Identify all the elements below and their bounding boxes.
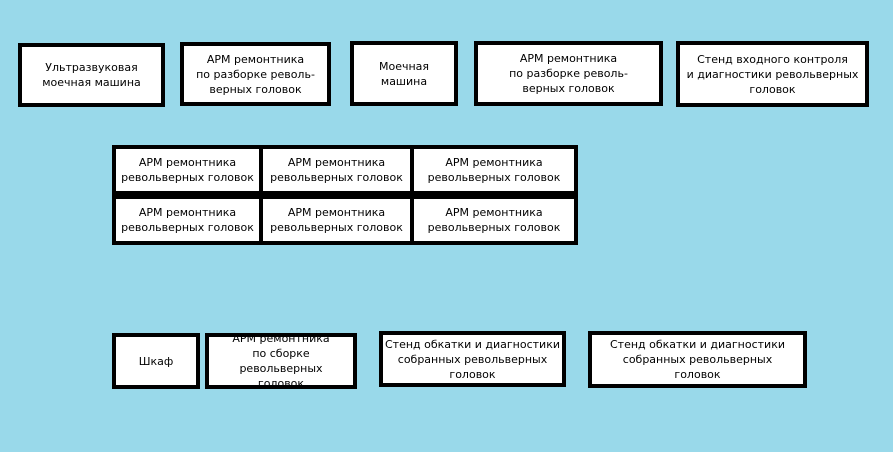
repair-station-3-box: АРМ ремонтника револьверных головок (410, 145, 578, 195)
repair-station-5-label: АРМ ремонтника револьверных головок (270, 206, 403, 234)
assembly-station-label: АРМ ремонтника по сборке револьверных го… (232, 332, 330, 390)
disassembly-station-1-label: АРМ ремонтника по разборке револь- верны… (196, 52, 315, 96)
cabinet-box: Шкаф (112, 333, 200, 389)
inspection-stand-box: Стенд входного контроля и диагностики ре… (676, 41, 869, 107)
repair-station-6-label: АРМ ремонтника револьверных головок (427, 206, 561, 234)
repair-station-1-box: АРМ ремонтника револьверных головок (112, 145, 263, 195)
cabinet-label: Шкаф (138, 354, 174, 368)
repair-station-2-box: АРМ ремонтника револьверных головок (259, 145, 414, 195)
repair-station-6-box: АРМ ремонтника револьверных головок (410, 195, 578, 245)
run-in-stand-2-box: Стенд обкатки и диагностики собранных ре… (588, 331, 807, 388)
run-in-stand-2-label: Стенд обкатки и диагностики собранных ре… (610, 338, 785, 381)
repair-station-1-label: АРМ ремонтника револьверных головок (121, 156, 254, 184)
run-in-stand-1-box: Стенд обкатки и диагностики собранных ре… (379, 331, 566, 387)
washing-machine-label: Моечная машина (378, 59, 430, 88)
run-in-stand-1-label: Стенд обкатки и диагностики собранных ре… (385, 337, 560, 381)
repair-station-3-label: АРМ ремонтника револьверных головок (427, 156, 561, 184)
disassembly-station-2-box: АРМ ремонтника по разборке револь- верны… (474, 41, 663, 106)
repair-station-2-label: АРМ ремонтника револьверных головок (270, 156, 403, 184)
ultrasonic-washer-box: Ультразвуковая моечная машина (18, 43, 165, 107)
repair-station-4-label: АРМ ремонтника револьверных головок (121, 206, 254, 234)
inspection-stand-label: Стенд входного контроля и диагностики ре… (686, 52, 859, 96)
repair-station-5-box: АРМ ремонтника револьверных головок (259, 195, 414, 245)
ultrasonic-washer-label: Ультразвуковая моечная машина (42, 61, 141, 89)
repair-station-4-box: АРМ ремонтника револьверных головок (112, 195, 263, 245)
assembly-station-box: АРМ ремонтника по сборке револьверных го… (205, 332, 357, 390)
disassembly-station-1-box: АРМ ремонтника по разборке револь- верны… (180, 42, 331, 106)
washing-machine-box: Моечная машина (350, 41, 458, 106)
disassembly-station-2-label: АРМ ремонтника по разборке револь- верны… (509, 52, 628, 95)
